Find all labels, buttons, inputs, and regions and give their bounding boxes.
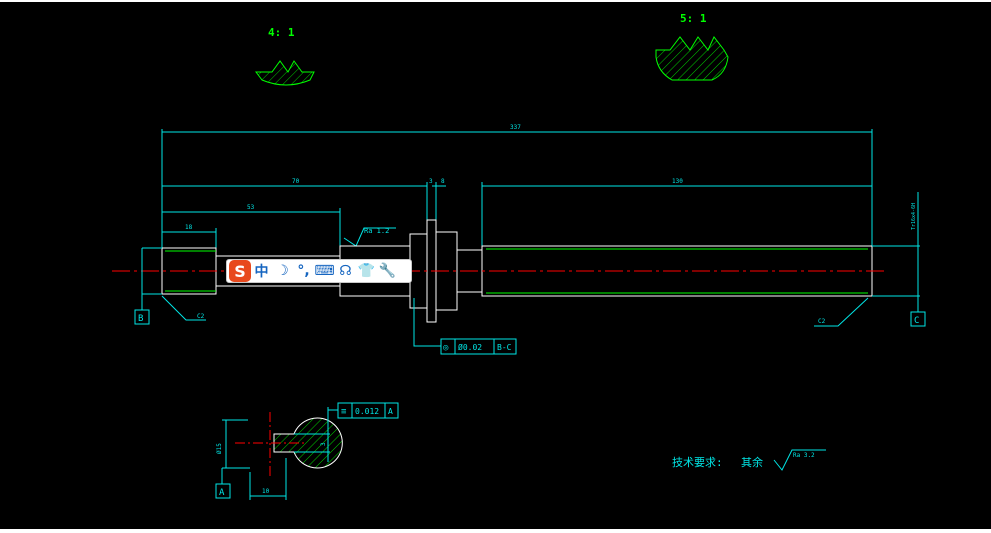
datum-b-label: B (138, 314, 143, 324)
runout-frame (413, 298, 517, 355)
datum-b-group (134, 247, 206, 325)
tech-req-label: 技术要求: (672, 456, 723, 469)
datum-a-label: A (219, 488, 225, 498)
section-view (235, 412, 343, 476)
surface-finish-text: Ra 1.2 (364, 227, 389, 235)
section-depth-text: 3 (320, 442, 327, 446)
keyboard-icon[interactable]: ⌨ (314, 263, 335, 279)
detail-b-thread-profile (655, 36, 729, 81)
detail-a-scale-label: 4: 1 (268, 26, 295, 39)
right-dia-text: Tr16x4-6H (911, 203, 917, 230)
skin-icon[interactable]: 👕 (357, 263, 376, 279)
voice-icon[interactable]: ☊ (339, 263, 352, 279)
ime-toolbar[interactable]: S 中 ☽ °, ⌨ ☊ 👕 🔧 (226, 259, 412, 283)
tech-req-remainder: 其余 (741, 455, 763, 469)
chamfer-left-text: C2 (197, 313, 205, 320)
runout-symbol: ◎ (443, 343, 449, 353)
symmetry-symbol: ≡ (341, 407, 347, 417)
detail-b-scale-label: 5: 1 (680, 12, 707, 25)
symmetry-datum: A (388, 407, 393, 416)
section-dimensions (215, 402, 399, 500)
section-width-text: 10 (262, 488, 270, 495)
roughness-symbol (773, 449, 826, 471)
surface-finish-symbol (343, 227, 396, 247)
dim-small-a: 3 (429, 178, 433, 185)
punctuation-icon[interactable]: °, (297, 263, 310, 279)
symmetry-value: 0.012 (355, 407, 379, 416)
chinese-mode-button[interactable]: 中 (254, 264, 269, 280)
thread-lines (165, 248, 868, 294)
datum-c-label: C (914, 316, 919, 326)
section-dimensions (162, 182, 872, 248)
section-dia-text: Ø15 (216, 443, 223, 454)
runout-datum: B-C (497, 343, 512, 352)
roughness-value: Ra 3.2 (793, 452, 815, 459)
chamfer-right-text: C2 (818, 318, 826, 325)
moon-icon[interactable]: ☽ (276, 263, 289, 279)
runout-value: Ø0.02 (458, 342, 482, 352)
ime-logo[interactable]: S (229, 260, 251, 282)
dim-right-section: 130 (672, 178, 683, 185)
dim-mid-len: 53 (247, 204, 255, 211)
dim-left-section: 70 (292, 178, 300, 185)
datum-c-group (814, 192, 926, 327)
overall-dimension (161, 129, 873, 250)
dim-small-b: 8 (441, 178, 445, 185)
detail-a-thread-profile (255, 60, 315, 86)
dim-thread-len: 18 (185, 224, 193, 231)
overall-dimension-text: 337 (510, 124, 521, 131)
wrench-icon[interactable]: 🔧 (378, 263, 397, 279)
